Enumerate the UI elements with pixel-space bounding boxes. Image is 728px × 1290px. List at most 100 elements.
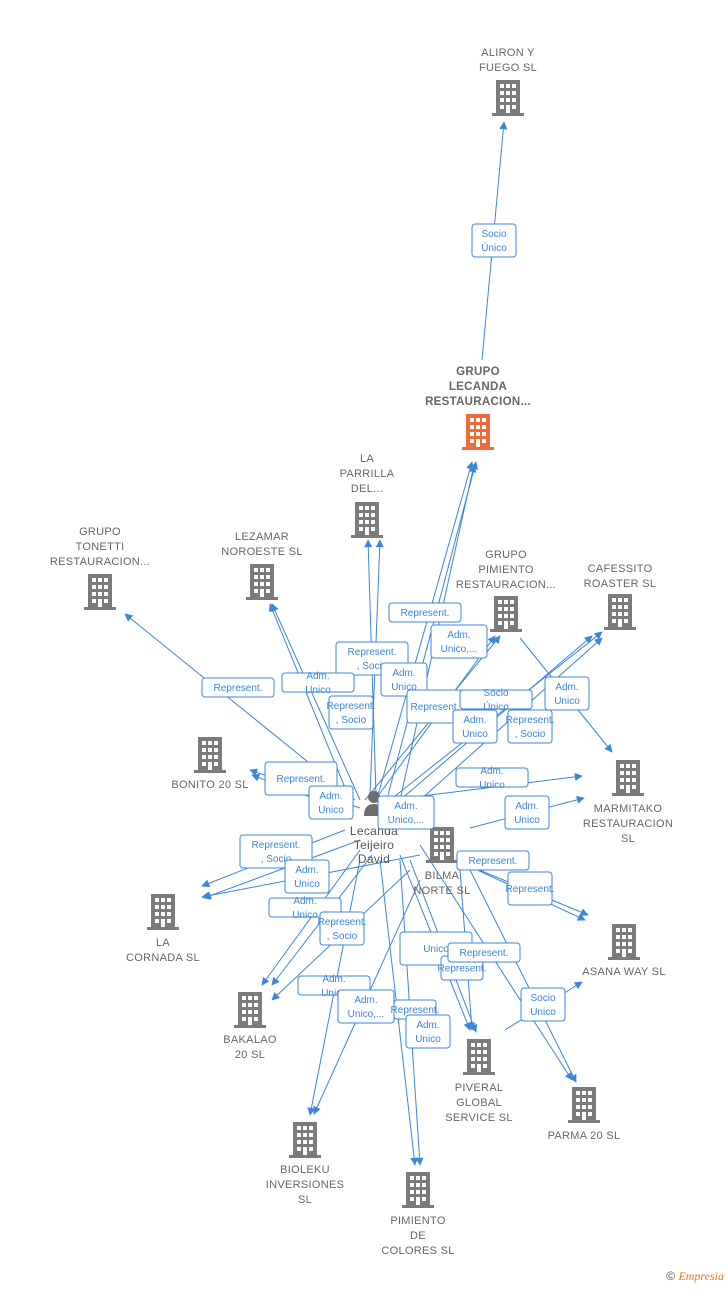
- company-node-parma[interactable]: PARMA 20 SL: [548, 1087, 621, 1142]
- empresia-logo[interactable]: Empresia: [678, 1269, 724, 1283]
- relation-label-text: , Socio: [515, 729, 546, 740]
- company-label: 20 SL: [235, 1049, 265, 1061]
- relation-label[interactable]: Represent.: [447, 942, 521, 963]
- relation-label[interactable]: Represent.: [388, 602, 462, 623]
- relation-label-text: Represent.: [411, 702, 460, 713]
- relation-label-box: [456, 850, 530, 871]
- relation-label-text: Unico: [391, 682, 417, 693]
- relation-label[interactable]: Adm.Unico: [308, 785, 354, 820]
- company-node-bioleku[interactable]: BIOLEKU INVERSIONES SL: [266, 1122, 345, 1206]
- relation-label-text: Unico: [423, 944, 449, 955]
- building-icon: [463, 1039, 495, 1075]
- company-label: BIOLEKU: [280, 1164, 330, 1176]
- relation-label[interactable]: Adm. Unico: [380, 662, 428, 697]
- relation-label[interactable]: Adm.Unico: [284, 859, 330, 894]
- company-label: GRUPO: [456, 366, 500, 378]
- relation-label[interactable]: Adm. Unico: [452, 709, 498, 744]
- relation-label[interactable]: Adm.Unico: [504, 795, 550, 830]
- relation-label-text: Represent.: [401, 608, 450, 619]
- company-label: INVERSIONES: [266, 1179, 345, 1191]
- relation-label-box: [507, 709, 553, 744]
- company-node-bonito[interactable]: BONITO 20 SL: [171, 737, 248, 791]
- company-label: SERVICE SL: [445, 1112, 513, 1124]
- relation-label-text: Unico: [479, 780, 505, 791]
- relation-label[interactable]: Adm. Unico,...: [337, 989, 395, 1024]
- relation-label-text: Adm.: [322, 974, 345, 985]
- relation-label[interactable]: Adm.Unico: [281, 671, 355, 696]
- company-node-la-cornada[interactable]: LA CORNADA SL: [126, 894, 200, 964]
- relation-label-text: Adm.: [394, 801, 417, 812]
- company-node-grupo-tonetti[interactable]: GRUPOTONETTIRESTAURACION...: [50, 526, 150, 610]
- building-icon: [246, 564, 278, 600]
- company-label: PIMIENTO: [478, 564, 534, 576]
- company-node-asana[interactable]: ASANA WAY SL: [582, 924, 665, 978]
- relation-label-text: Unico,...: [348, 1009, 385, 1020]
- relation-label[interactable]: Adm. Unico: [544, 676, 590, 711]
- relation-label-text: Unico: [294, 879, 320, 890]
- relation-label-box: [520, 987, 566, 1022]
- relation-label-text: Unico: [415, 1034, 441, 1045]
- relation-label[interactable]: Adm.Unico: [405, 1014, 451, 1049]
- company-label: GLOBAL: [456, 1097, 502, 1109]
- relation-label[interactable]: Represent., Socio: [327, 695, 376, 730]
- company-label: BONITO 20 SL: [171, 779, 248, 791]
- company-label: TONETTI: [76, 541, 125, 553]
- relation-label[interactable]: Adm.Unico,...: [430, 624, 488, 659]
- relation-label-text: Adm.: [480, 766, 503, 777]
- company-label: LA: [156, 937, 170, 949]
- relation-label-box: [319, 911, 365, 946]
- building-icon: [194, 737, 226, 773]
- relation-label-text: Represent.: [348, 647, 397, 658]
- relation-label-text: Represent.: [469, 856, 518, 867]
- company-label: SL: [298, 1194, 312, 1206]
- relation-label-text: Adm.: [463, 715, 486, 726]
- relation-label-text: Represent.: [318, 917, 367, 928]
- company-label: DEL...: [351, 483, 383, 495]
- relation-label-box: [504, 795, 550, 830]
- relation-label[interactable]: Represent., Socio: [506, 709, 555, 744]
- company-label: ASANA WAY SL: [582, 966, 665, 978]
- relation-label-text: Adm.: [392, 668, 415, 679]
- company-label: GRUPO: [485, 549, 527, 561]
- company-label: PARMA 20 SL: [548, 1130, 621, 1142]
- relation-label-text: Unico: [318, 805, 344, 816]
- building-icon: [84, 574, 116, 610]
- building-icon: [402, 1172, 434, 1208]
- company-label: CORNADA SL: [126, 952, 200, 964]
- relation-label-text: Unico,...: [441, 644, 478, 655]
- relation-label-box: [452, 709, 498, 744]
- relation-label[interactable]: Represent., Socio: [318, 911, 367, 946]
- company-label: ALIRON Y: [481, 47, 535, 59]
- relation-label-box: [380, 662, 428, 697]
- relation-label-box: [447, 942, 521, 963]
- company-label: MARMITAKO: [594, 803, 663, 815]
- relation-label[interactable]: Represent.: [456, 850, 530, 871]
- person-icon: [368, 791, 380, 803]
- relation-label-text: Adm.: [555, 682, 578, 693]
- relation-label-text: Socio: [483, 688, 508, 699]
- relation-label-text: Unico: [554, 696, 580, 707]
- relation-label[interactable]: Represent.: [201, 677, 275, 698]
- relation-label-text: Unico: [462, 729, 488, 740]
- company-node-grupo-lecanda[interactable]: GRUPOLECANDARESTAURACION...: [425, 366, 531, 450]
- company-label: NORTE SL: [413, 885, 470, 897]
- relation-label[interactable]: Adm. Unico: [455, 766, 529, 791]
- relation-label[interactable]: Represent.: [506, 871, 555, 906]
- company-node-la-parrilla[interactable]: LAPARRILLADEL...: [340, 453, 395, 538]
- relation-label[interactable]: Adm.Unico,...: [377, 795, 435, 830]
- relation-label-box: [405, 1014, 451, 1049]
- relation-label-text: Adm.: [354, 995, 377, 1006]
- company-node-grupo-pimiento[interactable]: GRUPOPIMIENTORESTAURACION...: [456, 549, 556, 632]
- person-label: Teijeiro: [354, 838, 394, 852]
